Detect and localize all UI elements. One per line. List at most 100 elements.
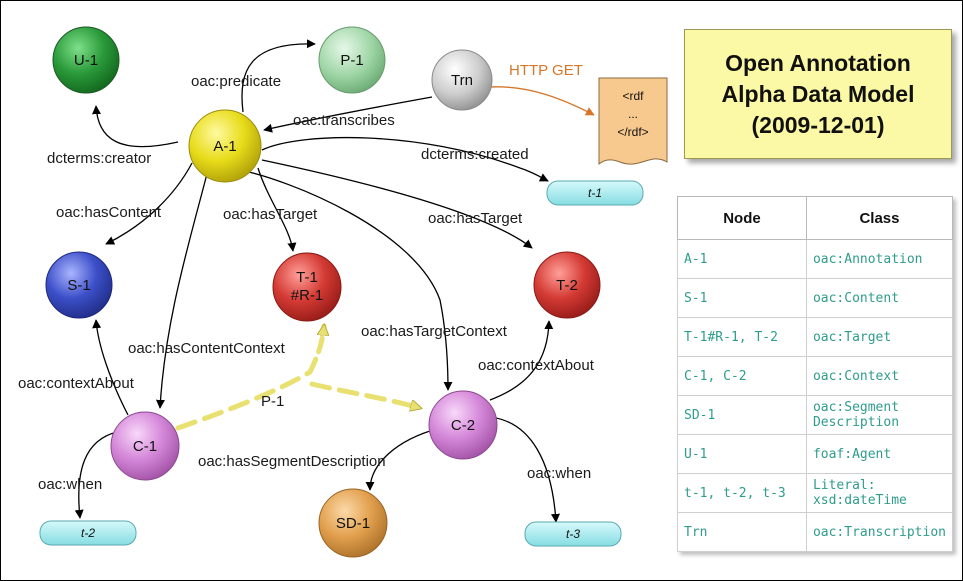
node-s1: S-1 bbox=[45, 251, 113, 319]
literal-t3-label: t-3 bbox=[566, 527, 580, 541]
label-has-target-context: oac:hasTargetContext bbox=[361, 323, 508, 340]
rdf-line-3: </rdf> bbox=[617, 125, 648, 139]
label-transcribes: oac:transcribes bbox=[293, 112, 395, 129]
legend-row: t-1, t-2, t-3 Literal: xsd:dateTime bbox=[677, 473, 954, 513]
node-a1-label: A-1 bbox=[213, 138, 236, 155]
legend-row: C-1, C-2 oac:Context bbox=[677, 356, 954, 396]
legend-table: Node Class A-1 oac:Annotation S-1 oac:Co… bbox=[677, 196, 954, 552]
node-t1-label-2: #R-1 bbox=[291, 287, 324, 304]
node-sd1-label: SD-1 bbox=[336, 515, 370, 532]
literal-t2-label: t-2 bbox=[81, 526, 95, 540]
edge-has-target-1 bbox=[257, 167, 297, 252]
legend-header-class: Class bbox=[805, 196, 954, 240]
label-has-content-context: oac:hasContentContext bbox=[128, 340, 286, 357]
edges bbox=[74, 39, 595, 523]
edge-has-content-context bbox=[155, 169, 209, 409]
title-box: Open Annotation Alpha Data Model (2009-1… bbox=[684, 29, 952, 159]
edge-p1-link-to-c2 bbox=[309, 381, 420, 408]
node-s1-label: S-1 bbox=[67, 277, 90, 294]
literal-t2: t-2 bbox=[39, 520, 137, 546]
legend-class-cell: oac:Segment Description bbox=[805, 395, 954, 435]
node-trn: Trn bbox=[431, 49, 493, 111]
label-context-about-1: oac:contextAbout bbox=[18, 375, 135, 392]
legend-node-cell: Trn bbox=[677, 512, 807, 552]
legend-class-cell: foaf:Agent bbox=[805, 434, 954, 474]
edge-http-get bbox=[489, 86, 595, 116]
legend-row: U-1 foaf:Agent bbox=[677, 434, 954, 474]
legend-node-cell: T-1#R-1, T-2 bbox=[677, 317, 807, 357]
legend-class-cell: Literal: xsd:dateTime bbox=[805, 473, 954, 513]
label-context-about-2: oac:contextAbout bbox=[478, 357, 595, 374]
label-predicate: oac:predicate bbox=[191, 73, 281, 90]
node-c2-label: C-2 bbox=[451, 417, 475, 434]
edge-predicate bbox=[241, 39, 316, 113]
edge-has-segment-description bbox=[365, 427, 441, 491]
label-has-content: oac:hasContent bbox=[56, 204, 162, 221]
edge-context-about-1 bbox=[92, 319, 129, 416]
legend-row: SD-1 oac:Segment Description bbox=[677, 395, 954, 435]
node-t1: T-1 #R-1 bbox=[272, 252, 342, 322]
legend-row: Trn oac:Transcription bbox=[677, 512, 954, 552]
legend-header-node: Node bbox=[677, 196, 807, 240]
edge-created bbox=[261, 136, 549, 182]
edge-context-about-2 bbox=[489, 320, 554, 401]
edge-p1-link bbox=[175, 369, 313, 431]
edge-transcribes bbox=[263, 96, 433, 133]
node-t2-label: T-2 bbox=[556, 277, 578, 294]
node-p1: P-1 bbox=[318, 26, 386, 94]
label-when-1: oac:when bbox=[38, 476, 102, 493]
node-a1: A-1 bbox=[188, 109, 262, 183]
node-u1: U-1 bbox=[52, 26, 120, 94]
rdf-line-2: ... bbox=[628, 107, 638, 121]
legend-row: A-1 oac:Annotation bbox=[677, 239, 954, 279]
legend-node-cell: t-1, t-2, t-3 bbox=[677, 473, 807, 513]
legend-node-cell: C-1, C-2 bbox=[677, 356, 807, 396]
edge-has-target-context bbox=[239, 169, 453, 391]
edge-when-1 bbox=[74, 431, 118, 519]
legend-class-cell: oac:Transcription bbox=[805, 512, 954, 552]
label-http-get: HTTP GET bbox=[509, 62, 583, 79]
legend-row: S-1 oac:Content bbox=[677, 278, 954, 318]
node-t2: T-2 bbox=[533, 251, 601, 319]
legend-class-cell: oac:Target bbox=[805, 317, 954, 357]
literal-t3: t-3 bbox=[524, 521, 622, 547]
edge-has-content bbox=[105, 162, 193, 245]
legend-header-row: Node Class bbox=[677, 196, 954, 240]
title-line-1: Open Annotation bbox=[725, 49, 911, 76]
node-t1-label-1: T-1 bbox=[296, 269, 318, 286]
node-trn-label: Trn bbox=[451, 72, 473, 89]
label-created: dcterms:created bbox=[421, 146, 529, 163]
edge-has-target-2 bbox=[261, 159, 533, 249]
edge-labels: oac:predicate dcterms:creator oac:transc… bbox=[18, 62, 595, 493]
label-has-target-1: oac:hasTarget bbox=[223, 206, 318, 223]
legend-class-cell: oac:Annotation bbox=[805, 239, 954, 279]
node-c1: C-1 bbox=[110, 411, 180, 481]
title-line-3: (2009-12-01) bbox=[751, 111, 885, 138]
label-p1-link: P-1 bbox=[261, 393, 284, 410]
label-has-target-2: oac:hasTarget bbox=[428, 210, 523, 227]
legend-class-cell: oac:Context bbox=[805, 356, 954, 396]
rdf-line-1: <rdf bbox=[622, 89, 644, 103]
node-c2: C-2 bbox=[428, 390, 498, 460]
label-when-2: oac:when bbox=[527, 465, 591, 482]
title-line-2: Alpha Data Model bbox=[721, 80, 915, 107]
legend-node-cell: S-1 bbox=[677, 278, 807, 318]
edge-p1-link-to-target bbox=[307, 326, 324, 375]
edge-when-2 bbox=[495, 417, 560, 523]
legend-node-cell: U-1 bbox=[677, 434, 807, 474]
label-has-segment-description: oac:hasSegmentDescription bbox=[198, 453, 386, 470]
edge-creator bbox=[91, 105, 179, 148]
nodes: U-1 P-1 Trn A-1 S-1 T-1 #R-1 T-2 bbox=[45, 26, 601, 558]
rdf-document: <rdf ... </rdf> bbox=[598, 77, 668, 166]
node-u1-label: U-1 bbox=[74, 52, 98, 69]
legend-class-cell: oac:Content bbox=[805, 278, 954, 318]
node-c1-label: C-1 bbox=[133, 438, 157, 455]
legend-row: T-1#R-1, T-2 oac:Target bbox=[677, 317, 954, 357]
node-sd1: SD-1 bbox=[318, 488, 388, 558]
label-creator: dcterms:creator bbox=[47, 150, 151, 167]
literal-t1-label: t-1 bbox=[588, 186, 602, 200]
legend-node-cell: SD-1 bbox=[677, 395, 807, 435]
literal-t1: t-1 bbox=[546, 180, 644, 206]
node-p1-label: P-1 bbox=[340, 52, 363, 69]
